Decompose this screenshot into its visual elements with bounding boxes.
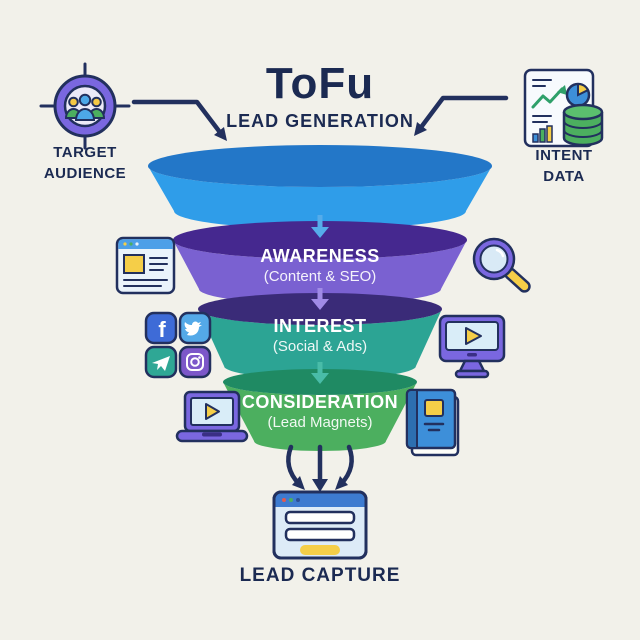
twitter-bird: [184, 321, 202, 336]
funnel-stage-awareness: [173, 221, 467, 304]
telegram-plane: [152, 356, 170, 371]
stage-body: [173, 240, 467, 304]
image-block: [123, 254, 145, 274]
funnel-stage-top: [148, 145, 492, 229]
down-arrow-icon: [311, 215, 329, 238]
interest-detail: (Social & Ads): [273, 338, 367, 355]
right-connector-arrow: [414, 95, 509, 136]
page-subtitle: LEAD GENERATION: [226, 111, 414, 131]
consideration-title: CONSIDERATION: [242, 392, 398, 412]
intent-data-label: INTENT DATA: [535, 147, 593, 185]
consideration-detail: (Lead Magnets): [267, 414, 372, 431]
stage-body: [223, 382, 417, 451]
text-lines: [123, 257, 168, 287]
trend-arrowhead: [557, 85, 567, 95]
intent-data-icon: [523, 68, 604, 148]
down-arrow-icon: [311, 288, 329, 310]
stage-rim: [148, 145, 492, 187]
book-label: [424, 399, 444, 417]
form-field: [284, 527, 356, 542]
window-dot-red: [282, 498, 286, 502]
facebook-glyph: f: [158, 317, 166, 342]
converging-arrows: [286, 444, 354, 492]
pie-slice: [577, 82, 590, 97]
play-icon: [465, 327, 482, 345]
arrowhead: [335, 476, 348, 490]
monitor-stand: [457, 359, 487, 373]
browser-titlebar: [118, 239, 173, 249]
browser-titlebar: [275, 493, 365, 507]
down-arrow-icon: [311, 362, 329, 384]
arrowhead: [414, 122, 427, 136]
lead-capture-label: LEAD CAPTURE: [239, 565, 401, 586]
person-head: [91, 96, 102, 108]
magnifier-lens: [479, 244, 509, 274]
awareness-detail: (Content & SEO): [264, 268, 377, 285]
stage-rim: [173, 221, 467, 259]
person-head: [68, 96, 79, 108]
page-title: ToFu: [265, 59, 375, 108]
book-lead-magnet-icon: [405, 388, 460, 457]
facebook-icon: [144, 311, 178, 345]
book-spine: [406, 389, 418, 449]
left-connector-arrow: [131, 99, 227, 141]
interest-title: INTEREST: [273, 316, 366, 336]
laptop-video-icon: [175, 390, 249, 443]
trend-line-icon: [531, 87, 564, 109]
video-monitor-icon: [438, 314, 506, 379]
webpage-content-icon: [115, 236, 176, 295]
arrowhead: [292, 476, 305, 490]
form-submit-button: [300, 545, 340, 555]
window-dot-blue: [296, 498, 300, 502]
person-body: [74, 108, 96, 121]
awareness-title: AWARENESS: [260, 246, 380, 266]
stage-body: [148, 166, 492, 229]
social-media-icons: f: [144, 311, 212, 379]
bar: [532, 133, 539, 143]
instagram-icon: [178, 345, 212, 379]
play-icon: [205, 403, 220, 420]
arrowhead: [214, 127, 227, 141]
magnifier-seo-icon: [472, 237, 531, 293]
form-field: [284, 510, 356, 525]
bar: [539, 128, 546, 143]
arrowhead: [312, 479, 328, 492]
stage-body: [198, 309, 442, 379]
target-audience-label: TARGET AUDIENCE: [43, 144, 127, 182]
lead-form-icon: [272, 490, 368, 560]
window-dot-green: [289, 498, 293, 502]
bar: [546, 125, 553, 143]
person-head: [78, 93, 92, 107]
target-audience-icon: [39, 62, 131, 150]
